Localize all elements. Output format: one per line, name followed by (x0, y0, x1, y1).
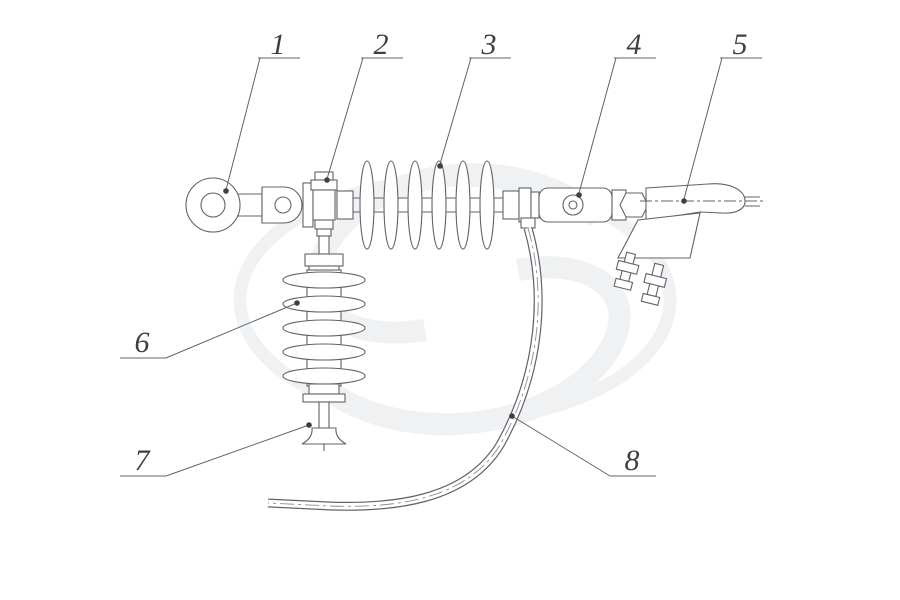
callout-1-dot (223, 188, 229, 194)
clevis-hole (274, 196, 292, 214)
callout-7: 7 (120, 422, 312, 477)
insulator-end-fitting-right (502, 190, 520, 220)
callout-6-leader (120, 302, 298, 359)
callout-3: 3 (437, 28, 511, 169)
u-bolt-nut (615, 259, 640, 275)
callout-6-label: 6 (135, 326, 150, 359)
ground-lead-cable (267, 226, 543, 511)
insulator-shed (455, 160, 471, 250)
conductor-stub (745, 196, 760, 207)
cable-centerline (267, 227, 539, 507)
bolt-washer-bottom (316, 228, 332, 237)
callout-8-dot (509, 413, 515, 419)
composite-insulator (336, 160, 520, 250)
callout-6-dot (294, 300, 300, 306)
callout-2: 2 (324, 28, 403, 183)
arrester-shed (282, 271, 366, 289)
arrester-bottom-cap (308, 383, 340, 395)
callout-3-leader (439, 57, 511, 165)
arrester-shed (282, 319, 366, 337)
arrester-stem (318, 235, 330, 255)
coupling-body (312, 189, 336, 221)
callout-4-label: 4 (627, 28, 642, 61)
electrode-bell (301, 427, 347, 445)
callout-7-dot (306, 422, 312, 428)
callout-1-leader (225, 57, 300, 191)
insulator-shed (359, 160, 375, 250)
link-bolt-pin (568, 200, 578, 210)
arrester-shed (282, 343, 366, 361)
hex-bolt-head (619, 192, 649, 218)
clamp-body (645, 183, 746, 223)
callout-8-leader (511, 415, 656, 477)
callout-1-label: 1 (271, 28, 286, 61)
surge-arrester (282, 253, 366, 403)
clamp-bracket (617, 212, 701, 259)
hex-nut-flange (530, 191, 540, 219)
eye-ring-hole (200, 192, 226, 218)
callout-5: 5 (681, 28, 762, 204)
arrester-bottom-flange (302, 393, 346, 403)
insulator-shed (383, 160, 399, 250)
insulator-shed (479, 160, 495, 250)
callout-7-label: 7 (135, 444, 152, 477)
callouts: 1 2 3 4 5 6 7 (120, 28, 762, 477)
callout-4-dot (576, 192, 582, 198)
eye-shank (238, 188, 263, 222)
disconnector-electrode (301, 401, 347, 451)
callout-7-leader (120, 424, 310, 477)
tension-clamp (613, 183, 765, 306)
insulator-shed (407, 160, 423, 250)
callout-3-dot (437, 163, 443, 169)
callout-5-dot (681, 198, 687, 204)
arrester-shed (282, 295, 366, 313)
ground-lead-lug (520, 217, 536, 229)
electrode-tip (302, 443, 346, 451)
electrode-stem (318, 401, 330, 429)
callout-5-label: 5 (733, 28, 748, 61)
callout-3-label: 3 (481, 28, 497, 61)
callout-2-dot (324, 177, 330, 183)
arrester-top-cap (304, 253, 344, 267)
hex-nut (518, 187, 532, 223)
callout-4-leader (578, 57, 656, 194)
callout-6: 6 (120, 300, 300, 359)
arrester-shed (282, 367, 366, 385)
insulator-end-fitting-left (336, 190, 354, 220)
bolt-head-top (314, 171, 334, 181)
callout-4: 4 (576, 28, 656, 198)
u-bolt-head (613, 277, 634, 291)
bolt-nut-bottom (314, 219, 334, 230)
callout-8-label: 8 (625, 444, 640, 477)
callout-5-leader (683, 57, 762, 200)
u-bolt-nut (643, 272, 668, 289)
bolt-nut-top (310, 179, 338, 191)
callout-2-label: 2 (374, 28, 389, 61)
callout-2-leader (326, 57, 403, 180)
callout-1: 1 (223, 28, 300, 194)
insulator-shed (431, 160, 447, 250)
u-bolt-head (640, 292, 661, 306)
insulator-core-rod (353, 197, 503, 213)
coupling-hardware (302, 171, 338, 255)
clevis-link-fitting (518, 187, 649, 229)
callout-8: 8 (509, 413, 656, 477)
clamp-bolts (613, 251, 668, 306)
